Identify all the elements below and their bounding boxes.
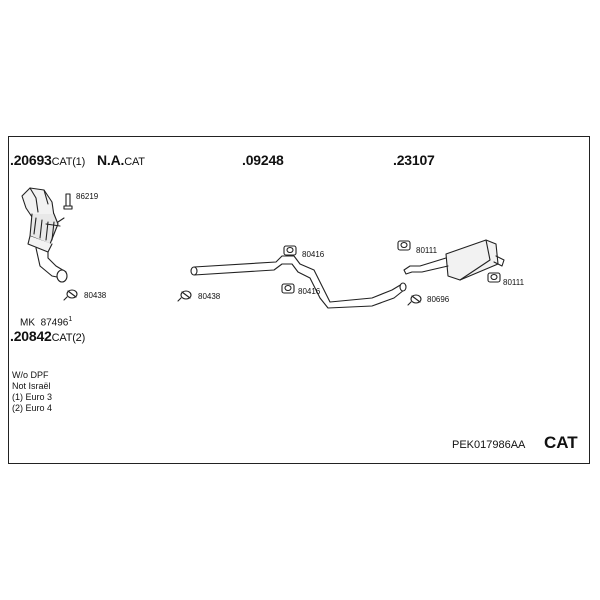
note-line: Not Israël [12, 381, 51, 391]
note-line: (2) Euro 4 [12, 403, 53, 413]
note-line: (1) Euro 3 [12, 392, 53, 402]
mount-80416-bottom [281, 283, 295, 294]
part-23107: .23107 [393, 152, 435, 168]
hardware-label-80416-bottom: 80416 [298, 287, 321, 296]
hardware-label-80111-right: 80111 [503, 278, 525, 287]
catalytic-converter [21, 187, 68, 283]
kit-type: CAT [544, 433, 578, 452]
mk-label: MK 874961 [20, 316, 73, 329]
part-20693: .20693CAT(1) [10, 152, 86, 168]
hardware-label-80438-middle: 80438 [198, 292, 221, 301]
mount-80416-top [283, 245, 297, 256]
mount-80111-left [397, 240, 411, 251]
clamp-80696 [407, 294, 422, 306]
bolt-86219 [63, 193, 73, 210]
mount-80111-right [487, 272, 501, 283]
kit-code: PEK017986AA [452, 439, 526, 451]
part-09248: .09248 [242, 152, 284, 168]
diagram-frame [8, 136, 590, 464]
hardware-label-86219: 86219 [76, 192, 99, 201]
hardware-label-80111-left: 80111 [416, 246, 438, 255]
hardware-label-80416-top: 80416 [302, 250, 325, 259]
note-line: W/o DPF [12, 370, 49, 380]
middle-pipe [190, 255, 407, 309]
hardware-label-80438-left: 80438 [84, 291, 107, 300]
hardware-label-80696: 80696 [427, 295, 450, 304]
clamp-80438-left [63, 289, 78, 301]
part-20842: .20842CAT(2) [10, 328, 86, 344]
clamp-80438-middle [177, 290, 192, 302]
part-na-cat: N.A.CAT [97, 152, 145, 168]
rear-muffler [403, 239, 505, 281]
